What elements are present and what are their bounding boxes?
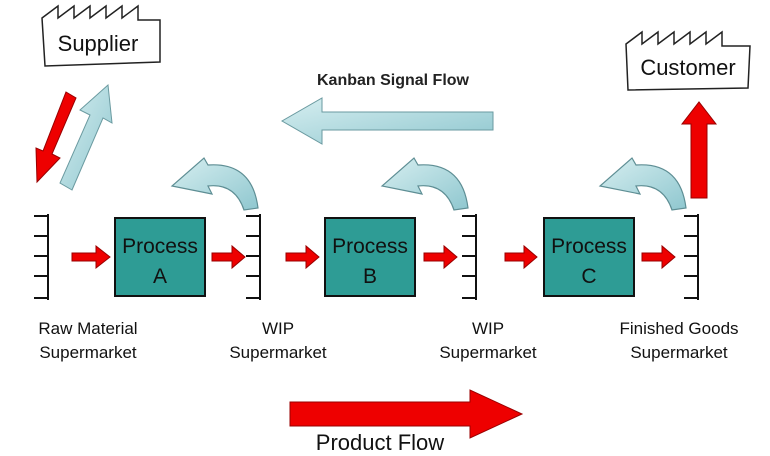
supermarket-finished-goods	[684, 214, 699, 300]
kanban-loop-arrow-c	[598, 157, 687, 211]
product-flow-arrow	[289, 389, 524, 439]
supermarket-wip-2-line2: Supermarket	[439, 343, 537, 362]
process-b-letter: B	[363, 265, 377, 288]
product-arrow-3	[285, 244, 320, 270]
customer-label: Customer	[640, 55, 735, 80]
supermarket-wip-2-line1: WIP	[472, 319, 504, 338]
process-a: Process A	[114, 217, 206, 297]
supermarket-wip-2	[462, 214, 477, 300]
kanban-signal-flow-arrow	[280, 97, 494, 145]
product-flow-label: Product Flow	[316, 430, 444, 455]
supermarket-wip-1-line1: WIP	[262, 319, 294, 338]
supermarket-wip-1-line2: Supermarket	[229, 343, 327, 362]
supplier-kanban-arrow	[59, 83, 113, 191]
supermarket-raw-material-line2: Supermarket	[39, 343, 137, 362]
product-arrow-1	[71, 244, 111, 270]
supermarket-wip-1	[246, 214, 261, 300]
process-b-title: Process	[332, 235, 408, 258]
supplier-label: Supplier	[58, 31, 139, 56]
supermarket-finished-goods-line1: Finished Goods	[619, 319, 738, 338]
product-arrow-4	[423, 244, 458, 270]
supermarket-raw-material-line1: Raw Material	[38, 319, 137, 338]
supermarket-finished-goods-line2: Supermarket	[630, 343, 728, 362]
process-a-title: Process	[122, 235, 198, 258]
supermarket-raw-material	[34, 214, 49, 300]
supplier-factory: Supplier	[41, 4, 161, 67]
supplier-delivery-arrow	[35, 91, 77, 184]
kanban-loop-arrow-a	[170, 157, 259, 211]
process-c-letter: C	[581, 265, 596, 288]
process-a-letter: A	[153, 265, 167, 288]
customer-factory: Customer	[625, 30, 751, 91]
customer-delivery-arrow	[680, 101, 718, 199]
product-arrow-5	[504, 244, 538, 270]
process-b: Process B	[324, 217, 416, 297]
process-c-title: Process	[551, 235, 627, 258]
kanban-signal-flow-label: Kanban Signal Flow	[317, 72, 470, 89]
product-arrow-2	[211, 244, 246, 270]
product-arrow-6	[641, 244, 676, 270]
kanban-loop-arrow-b	[380, 157, 469, 211]
process-c: Process C	[543, 217, 635, 297]
